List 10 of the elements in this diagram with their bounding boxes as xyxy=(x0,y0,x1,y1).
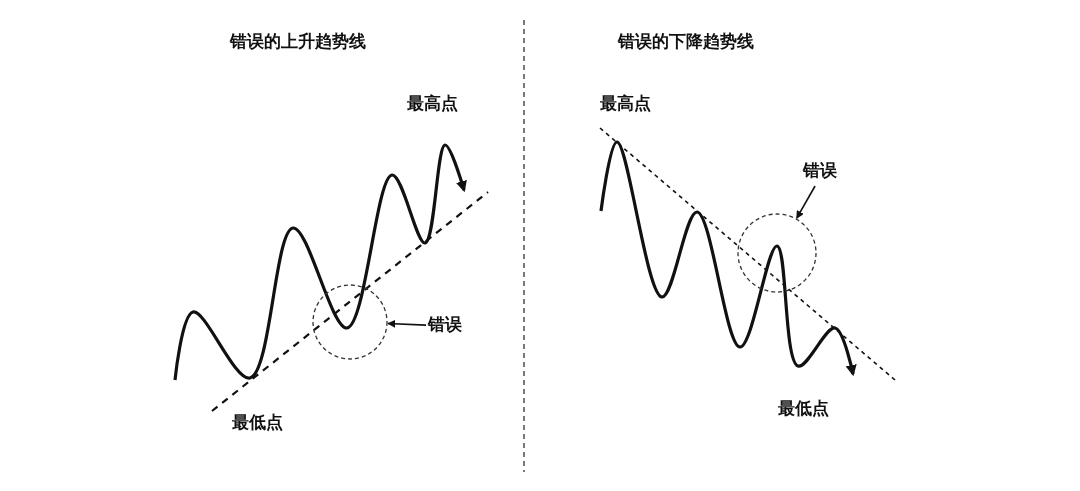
arrow xyxy=(387,319,427,328)
callout-text: 错误 xyxy=(428,314,468,338)
chart-label: 最低点 xyxy=(778,398,829,419)
callout-text: 错误 xyxy=(803,160,843,184)
chart-label: 错误的下降趋势线 xyxy=(618,31,754,52)
chart-label: 错误的上升趋势线 xyxy=(230,31,366,52)
chart-label: 最高点 xyxy=(407,93,458,114)
chart-label: 最低点 xyxy=(232,412,283,433)
chart-label: 最高点 xyxy=(600,93,651,114)
arrow xyxy=(795,185,816,219)
